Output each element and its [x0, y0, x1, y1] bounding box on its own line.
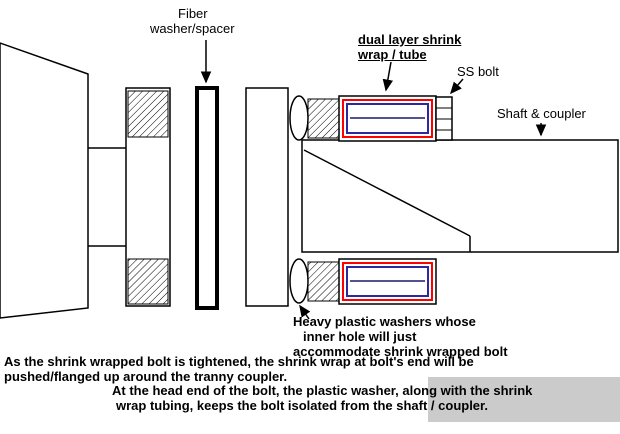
fiber-washer-label: Fiber washer/spacer — [150, 6, 235, 36]
coupler-plate — [245, 87, 289, 307]
ss-bolt-label: SS bolt — [457, 64, 499, 79]
bottom-shrink-wrap-outer — [342, 262, 433, 301]
plastic-washers-label-line2: inner hole will just — [303, 329, 417, 344]
bottom-plastic-washer — [289, 258, 309, 304]
top-shrink-wrap-inner — [346, 103, 429, 134]
shaft-coupler-body — [301, 139, 619, 253]
fiber-washer-label-line1: Fiber — [178, 6, 208, 21]
shrink-wrap-label: dual layer shrink wrap / tube — [358, 32, 461, 62]
flange-hatch-top — [127, 90, 169, 138]
plastic-washers-arrow — [299, 304, 311, 320]
ss-bolt-arrow — [450, 78, 464, 95]
caption-line3: At the head end of the bolt, the plastic… — [112, 383, 533, 398]
transmission-bell-outline — [0, 42, 89, 319]
top-shrink-wrap-outer — [342, 99, 433, 138]
flange-hatch-bottom — [127, 258, 169, 305]
shaft-coupler-label: Shaft & coupler — [497, 106, 586, 121]
shrink-wrap-label-line2: wrap / tube — [358, 47, 427, 62]
fiber-washer — [195, 86, 219, 310]
caption-text: As the shrink wrapped bolt is tightened,… — [4, 354, 533, 413]
plastic-washers-label-line1: Heavy plastic washers whose — [293, 314, 476, 329]
caption-line4: wrap tubing, keeps the bolt isolated fro… — [116, 397, 488, 413]
background-artifact — [428, 377, 620, 422]
shrink-wrap-label-line1: dual layer shrink — [358, 32, 462, 47]
top-plastic-washer — [289, 95, 309, 141]
shrink-wrap-arrow — [382, 61, 394, 92]
caption-line2: pushed/flanged up around the tranny coup… — [4, 368, 288, 384]
caption-line1: As the shrink wrapped bolt is tightened,… — [4, 354, 474, 369]
fiber-washer-label-line2: washer/spacer — [150, 21, 235, 36]
plastic-washers-label: Heavy plastic washers whose inner hole w… — [293, 314, 508, 359]
bottom-bolt-head — [307, 261, 340, 302]
top-bolt-head — [307, 98, 340, 139]
plastic-washers-label-line3: accommodate shrink wrapped bolt — [293, 344, 508, 359]
coupler-taper-line — [303, 149, 471, 237]
bottom-shrink-wrap-inner — [346, 266, 429, 297]
